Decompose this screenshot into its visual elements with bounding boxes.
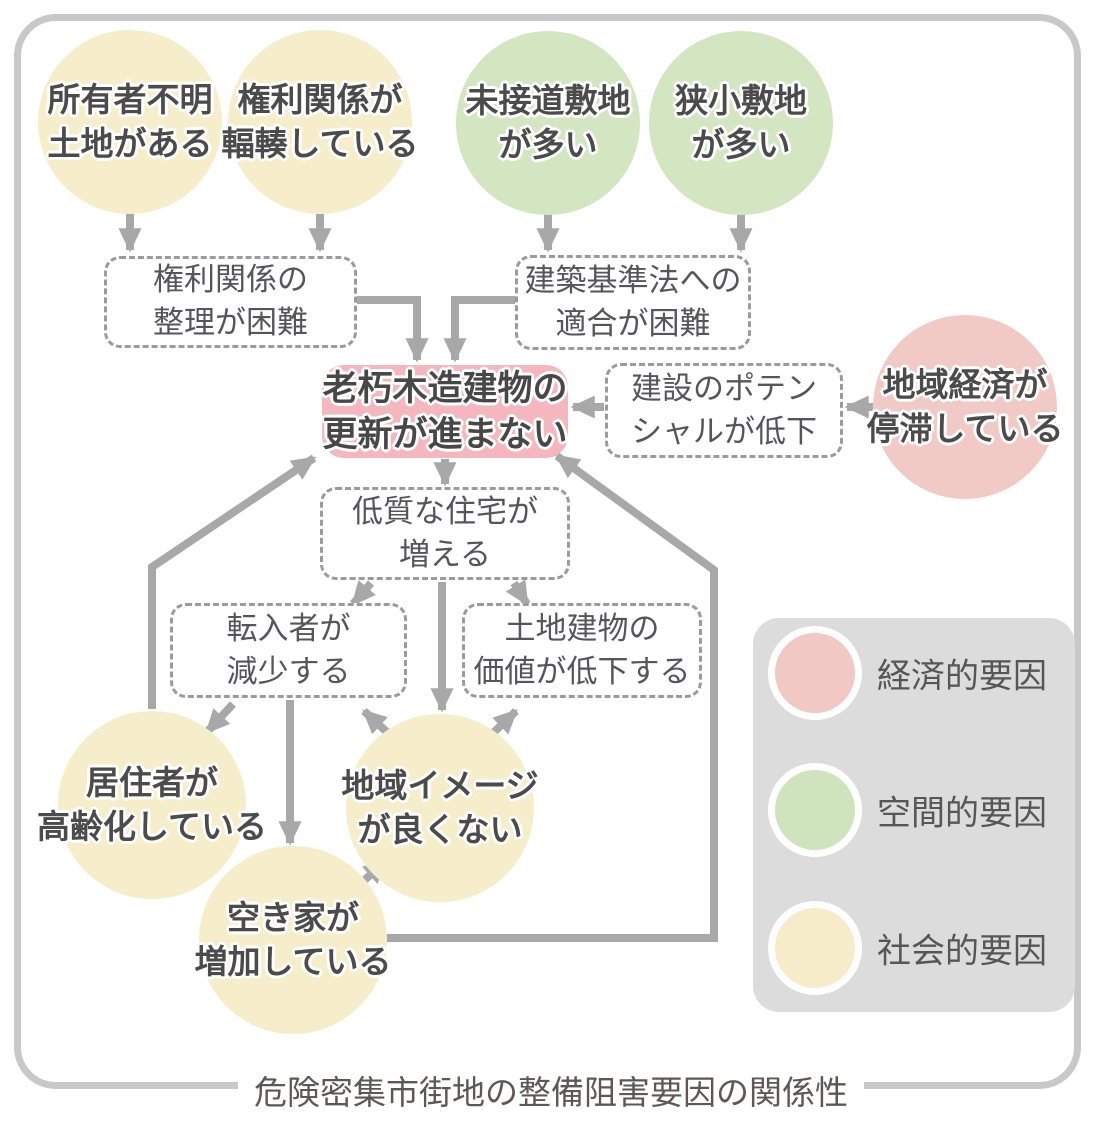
arrow-bad-image-to-fewer-newcomers xyxy=(361,708,392,737)
box-low-quality-housing-label: 低質な住宅が増える xyxy=(352,493,538,572)
circle-small-lots: 狭小敷地が多い xyxy=(649,31,833,215)
box-potential-down-label: 建設のポテンシャルが低下 xyxy=(631,370,817,449)
box-no-renewal-label: 老朽木造建物の更新が進まない xyxy=(322,369,568,454)
legend-label-spatial: 空間的要因 xyxy=(877,794,1047,833)
circle-no-road-lots-label: 未接道敷地が多い xyxy=(465,82,631,163)
circle-aging-residents-label: 居住者が高齢化している xyxy=(37,764,268,845)
circle-unknown-owner-land-label: 所有者不明土地がある xyxy=(47,81,213,162)
circle-economy-stagnant-label: 地域経済が停滞している xyxy=(866,366,1064,447)
diagram-caption: 危険密集市街地の整備阻害要因の関係性 xyxy=(238,1070,864,1115)
circle-economy-stagnant: 地域経済が停滞している xyxy=(867,315,1064,499)
legend-row-economic: 経済的要因 xyxy=(753,626,1075,720)
circle-vacant-houses: 空き家が増加している xyxy=(195,846,392,1034)
arrow-code-difficult-to-no-renewal xyxy=(443,296,515,363)
box-rights-difficult-label: 権利関係の整理が困難 xyxy=(153,262,308,340)
box-fewer-newcomers: 転入者が減少する xyxy=(170,603,407,698)
circle-no-road-lots: 未接道敷地が多い xyxy=(456,31,640,215)
box-code-difficult: 建築基準法への適合が困難 xyxy=(515,255,751,350)
arrow-vacant-houses-to-no-renewal xyxy=(385,452,718,942)
circle-rights-tangled: 権利関係が輻輳している xyxy=(222,30,419,214)
arrow-aging-residents-to-no-renewal xyxy=(148,454,317,709)
box-code-difficult-label: 建築基準法への適合が困難 xyxy=(524,262,742,341)
circle-bad-image-label: 地域イメージが良くない xyxy=(341,767,539,848)
social-factor-swatch-icon xyxy=(768,901,862,995)
economic-factor-swatch-icon xyxy=(768,626,862,720)
circle-vacant-houses-label: 空き家が増加している xyxy=(194,899,392,980)
box-rights-difficult: 権利関係の整理が困難 xyxy=(104,256,357,348)
box-low-quality-housing: 低質な住宅が増える xyxy=(320,487,570,580)
box-fewer-newcomers-label: 転入者が減少する xyxy=(226,610,351,689)
circle-small-lots-label: 狭小敷地が多い xyxy=(675,82,807,163)
box-potential-down: 建設のポテンシャルが低下 xyxy=(605,363,843,458)
arrow-low-quality-to-value-decline xyxy=(505,579,531,607)
legend-row-spatial: 空間的要因 xyxy=(753,763,1075,857)
circle-aging-residents: 居住者が高齢化している xyxy=(37,711,267,899)
box-no-renewal: 老朽木造建物の更新が進まない xyxy=(322,365,568,458)
circle-unknown-owner-land: 所有者不明土地がある xyxy=(38,30,222,214)
arrow-fewer-newcomers-to-aging-residents xyxy=(204,701,236,735)
legend-label-social: 社会的要因 xyxy=(877,932,1047,971)
legend-row-social: 社会的要因 xyxy=(753,901,1075,995)
legend-label-economic: 経済的要因 xyxy=(877,657,1047,696)
legend-panel: 経済的要因 空間的要因 社会的要因 xyxy=(753,618,1075,1012)
circle-bad-image: 地域イメージが良くない xyxy=(341,714,539,902)
arrow-rights-difficult-to-no-renewal xyxy=(357,296,429,363)
circle-rights-tangled-label: 権利関係が輻輳している xyxy=(221,81,419,162)
box-value-decline-label: 土地建物の価値が低下する xyxy=(473,610,691,689)
spatial-factor-swatch-icon xyxy=(768,763,862,857)
arrow-low-quality-to-fewer-newcomers xyxy=(349,579,376,607)
box-value-decline: 土地建物の価値が低下する xyxy=(462,603,702,698)
